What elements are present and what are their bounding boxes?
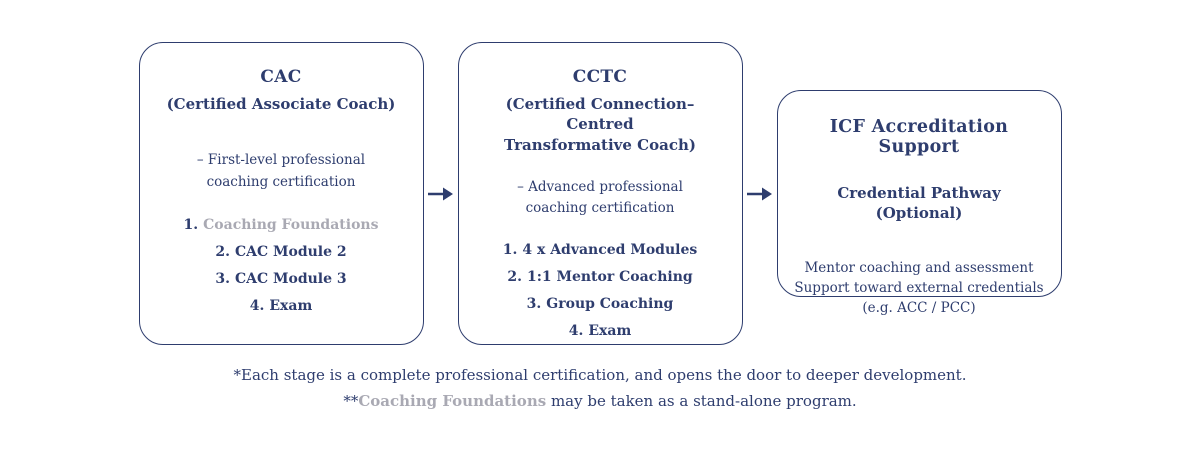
list-item: 2.1:1 Mentor Coaching <box>473 269 728 285</box>
item-label: 1:1 Mentor Coaching <box>526 268 693 285</box>
list-item: 1.4 x Advanced Modules <box>473 242 728 258</box>
list-item: 2.CAC Module 2 <box>154 244 409 260</box>
certification-pathway-diagram: CAC (Certified Associate Coach) – First-… <box>0 42 1200 345</box>
list-item: 4.Exam <box>154 298 409 314</box>
item-number: 1. <box>502 241 518 258</box>
list-item: 3.Group Coaching <box>473 296 728 312</box>
stage-box-icf-accreditation: ICF Accreditation Support Credential Pat… <box>776 90 1062 316</box>
item-label: CAC Module 2 <box>234 244 347 261</box>
item-number: 4. <box>568 322 584 339</box>
list-item: 3.CAC Module 3 <box>154 271 409 287</box>
stage-box-cctc: CCTC (Certified Connection–Centred Trans… <box>457 42 743 345</box>
item-label: Group Coaching <box>546 295 674 312</box>
box-subtitle: (Certified Associate Coach) <box>166 95 396 113</box>
item-label: Exam <box>269 298 313 315</box>
item-number: 1. <box>183 217 199 234</box>
item-number: 4. <box>249 298 265 315</box>
item-number: 2. <box>507 268 522 285</box>
item-label: CAC Module 3 <box>234 271 347 288</box>
item-number: 3. <box>215 271 230 288</box>
list-item: 1.Coaching Foundations <box>154 217 409 233</box>
list-item: 4.Exam <box>473 323 728 339</box>
box-title: CAC <box>260 67 302 87</box>
box-subtitle: (Certified Connection–Centred Transforma… <box>504 95 696 154</box>
footnote-suffix: may be taken as a stand-alone program. <box>546 392 857 411</box>
stage-box-cac: CAC (Certified Associate Coach) – First-… <box>138 42 424 345</box>
item-label: Coaching Foundations <box>203 217 379 234</box>
item-label: 4 x Advanced Modules <box>522 241 698 258</box>
box-description: – First-level professional coaching cert… <box>196 152 366 190</box>
footnotes: *Each stage is a complete professional c… <box>0 362 1200 415</box>
flow-arrow-icon <box>743 186 777 202</box>
flow-arrow-icon <box>424 186 458 202</box>
item-number: 2. <box>215 244 230 261</box>
box-subtitle: Credential Pathway (Optional) <box>837 184 1001 223</box>
footnote-line-2: **Coaching Foundations may be taken as a… <box>0 388 1200 414</box>
box-description: Mentor coaching and assessment Support t… <box>794 259 1044 317</box>
footnote-asterisks: ** <box>343 392 359 411</box>
box-item-list: 1.4 x Advanced Modules 2.1:1 Mentor Coac… <box>473 242 728 339</box>
item-number: 3. <box>526 295 542 312</box>
box-item-list: 1.Coaching Foundations 2.CAC Module 2 3.… <box>154 217 409 314</box>
item-label: Exam <box>588 322 632 339</box>
box-title: CCTC <box>572 67 628 87</box>
box-description: – Advanced professional coaching certifi… <box>517 178 683 217</box>
footnote-highlight: Coaching Foundations <box>358 392 547 411</box>
footnote-line-1: *Each stage is a complete professional c… <box>233 366 967 384</box>
box-title: ICF Accreditation Support <box>829 117 1009 157</box>
